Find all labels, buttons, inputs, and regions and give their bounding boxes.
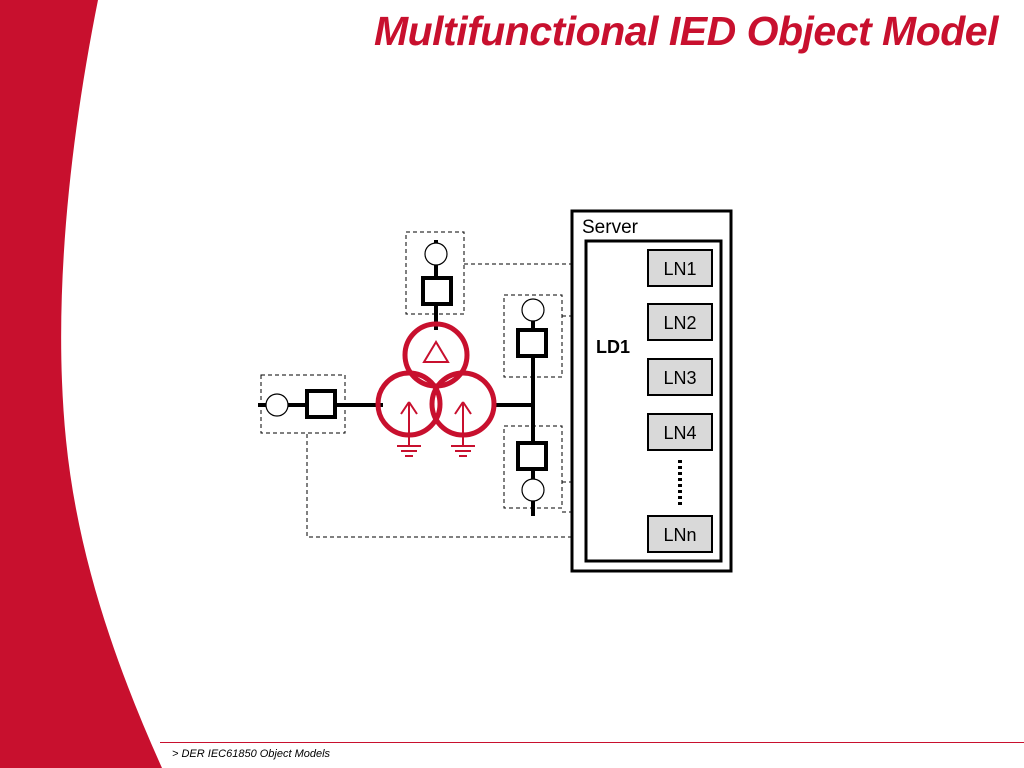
- logical-node-label: LNn: [663, 525, 696, 545]
- slide-title: Multifunctional IED Object Model: [373, 8, 999, 54]
- breaker-right-upper: [516, 328, 548, 358]
- logical-device-box: [584, 239, 723, 563]
- logical-device-label: LD1: [596, 337, 630, 357]
- breaker-right-lower: [516, 441, 548, 471]
- ct-top: [424, 242, 448, 266]
- delta-symbol: [422, 340, 450, 363]
- link-lnn: [306, 434, 648, 538]
- logical-node-label: LN4: [663, 423, 696, 443]
- logical-node-ln2: LN2: [647, 303, 713, 341]
- logical-node-label: LN3: [663, 368, 696, 388]
- logical-node-label: LN1: [663, 259, 696, 279]
- footer-divider: [160, 742, 1024, 743]
- current-transformers: [265, 242, 545, 502]
- ct-left: [265, 393, 289, 417]
- transformer-winding-top: [402, 321, 470, 389]
- ct-right-upper: [521, 298, 545, 322]
- circuit-breakers: [305, 276, 548, 471]
- logical-node-label: LN2: [663, 313, 696, 333]
- footer-text: > DER IEC61850 Object Models: [172, 748, 331, 760]
- wye-ground-right: [451, 401, 475, 457]
- breaker-top: [421, 276, 453, 306]
- logical-nodes: LN1 LN2 LN3 LN4 LNn: [647, 249, 713, 553]
- logical-node-ln3: LN3: [647, 358, 713, 396]
- ct-right-lower: [521, 478, 545, 502]
- logical-node-ln1: LN1: [647, 249, 713, 287]
- breaker-left: [305, 389, 337, 419]
- wye-ground-left: [397, 401, 421, 457]
- logical-node-lnn: LNn: [647, 515, 713, 553]
- logical-node-ln4: LN4: [647, 413, 713, 451]
- server-label: Server: [582, 217, 639, 238]
